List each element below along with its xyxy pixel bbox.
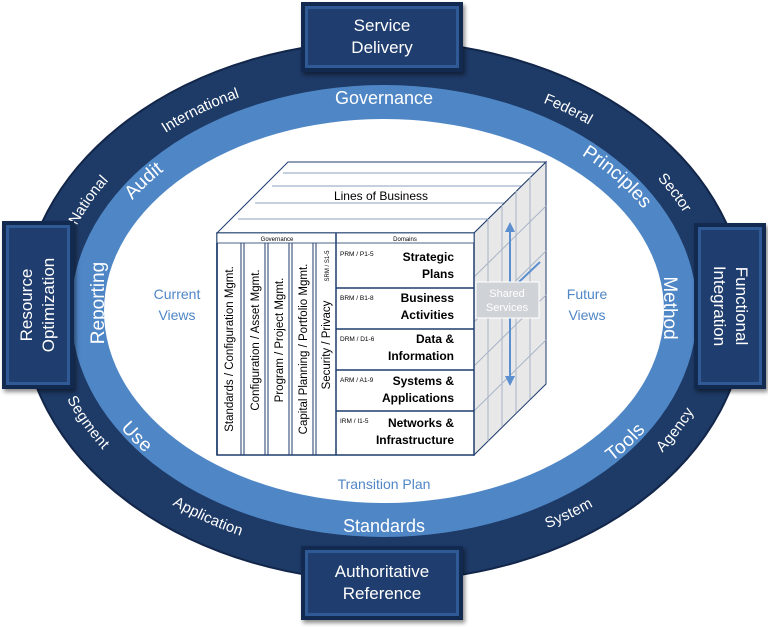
domain-title: Data & (416, 332, 454, 346)
resource-optimization-line-1: Resource (17, 268, 36, 342)
arrow-down-icon (505, 376, 515, 386)
authoritative-reference-line-2: Reference (342, 584, 422, 603)
authoritative-reference-box: Authoritative Reference (301, 546, 463, 620)
future-views-label-2: Views (568, 307, 605, 323)
service-delivery-label: Service Delivery (351, 15, 412, 59)
middle-label-reporting: Reporting (88, 262, 109, 344)
domain-title: Strategic (403, 250, 455, 264)
functional-integration-line-1: Functional (732, 266, 751, 346)
gov-col-standards: Standards / Configuration Mgmt. (224, 266, 236, 432)
domain-title: Activities (401, 308, 455, 322)
srm-code: SRM / S1-5 (325, 250, 331, 282)
middle-label-method: Method (659, 276, 680, 339)
domain-title: Infrastructure (376, 433, 454, 447)
domain-code: ARM / A1-9 (340, 377, 374, 384)
future-views-label: Future (567, 286, 608, 302)
functional-integration-box: Functional Integration (694, 223, 766, 389)
domain-title: Plans (422, 267, 454, 281)
governance-header-label: Governance (261, 237, 294, 243)
gov-col-program: Program / Project Mgmt. (274, 278, 286, 403)
arrow-up-icon (505, 222, 515, 232)
resource-optimization-box: Resource Optimization (2, 221, 74, 389)
domains-header-label: Domains (393, 237, 417, 243)
cube-front-face: Governance Domains Standards / Configura… (216, 232, 475, 456)
authoritative-reference-label: Authoritative Reference (335, 561, 430, 605)
domain-title: Systems & (393, 374, 455, 388)
domain-code: PRM / P1-5 (340, 251, 374, 258)
cube-right-face: Shared Services (473, 160, 547, 457)
service-delivery-box: Service Delivery (301, 2, 463, 72)
gov-col-configuration: Configuration / Asset Mgmt. (250, 269, 262, 410)
shared-services-box (475, 281, 540, 319)
middle-label-governance: Governance (335, 88, 433, 108)
domain-title: Applications (382, 391, 454, 405)
shared-services-label: Shared (489, 288, 524, 300)
resource-optimization-line-2: Optimization (39, 257, 58, 353)
cube-top-face: Lines of Business (215, 161, 548, 234)
domain-title: Networks & (388, 416, 454, 430)
domain-title: Information (388, 349, 454, 363)
domain-title: Business (401, 291, 455, 305)
functional-integration-label: Functional Integration (708, 231, 752, 381)
lines-of-business-label: Lines of Business (334, 189, 428, 203)
middle-label-standards: Standards (343, 516, 425, 536)
shared-services-label-2: Services (486, 302, 529, 314)
gov-col-capital: Capital Planning / Portfolio Mgmt. (298, 264, 310, 435)
functional-integration-line-2: Integration (710, 265, 729, 347)
domain-code: DRM / D1-6 (340, 336, 375, 343)
authoritative-reference-line-1: Authoritative (334, 562, 430, 581)
domain-code: IRM / I1-5 (340, 418, 369, 425)
domain-code: BRM / B1-8 (340, 295, 374, 302)
current-views-label: Current (154, 286, 201, 302)
current-views-label-2: Views (158, 307, 195, 323)
gov-col-security: Security / Privacy (321, 300, 333, 389)
resource-optimization-label: Resource Optimization (16, 230, 60, 380)
transition-plan-label: Transition Plan (338, 476, 431, 492)
service-delivery-line-1: Service (353, 16, 411, 35)
service-delivery-line-2: Delivery (351, 38, 413, 57)
